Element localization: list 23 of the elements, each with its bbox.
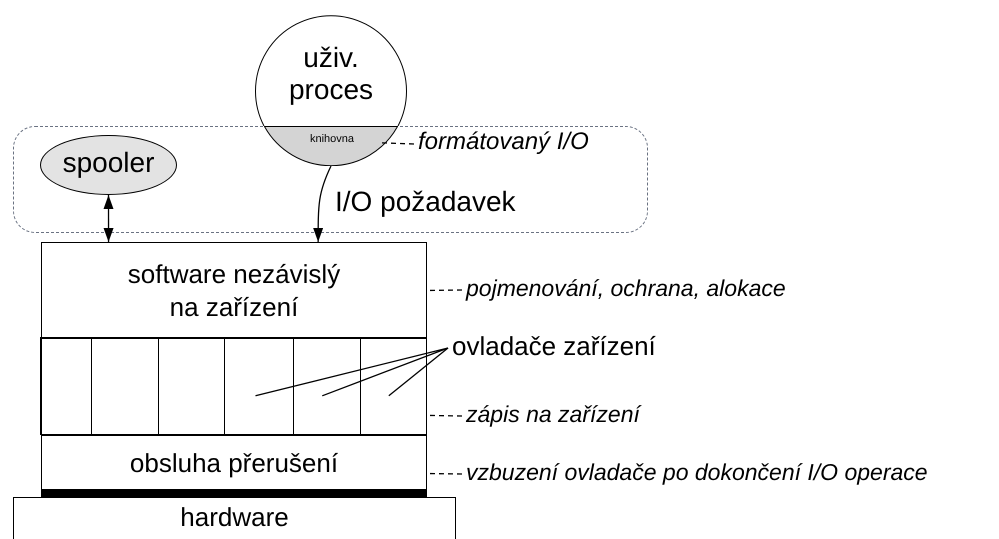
layer-box	[41, 242, 427, 339]
arrow	[313, 166, 332, 242]
leader-line	[388, 348, 448, 396]
layer-label: hardware	[180, 504, 289, 530]
layer-label: software nezávislý na zařízení	[126, 258, 342, 323]
circle-label: uživ. proces	[288, 42, 374, 106]
hardware-box	[13, 497, 456, 539]
leader-line	[322, 347, 448, 396]
annotation-text: pojmenování, ochrana, alokace	[466, 277, 787, 300]
leader-line	[380, 142, 414, 145]
annotation-text: vzbuzení ovladače po dokončení I/O operace	[466, 461, 929, 484]
arrow	[104, 195, 114, 242]
leader-line	[427, 472, 462, 475]
annotation-text: zápis na zařízení	[466, 403, 643, 426]
annotation-text: ovladače zařízení	[452, 333, 657, 359]
ellipse-label: spooler	[62, 149, 154, 180]
driver-slot	[360, 337, 427, 435]
segment-label: knihovna	[310, 134, 354, 145]
leader-line	[427, 289, 462, 292]
layer-label: obsluha přerušení	[130, 450, 338, 476]
layer-box	[41, 435, 427, 490]
leader-line	[255, 347, 448, 396]
annotation-text: formátovaný I/O	[418, 130, 590, 154]
